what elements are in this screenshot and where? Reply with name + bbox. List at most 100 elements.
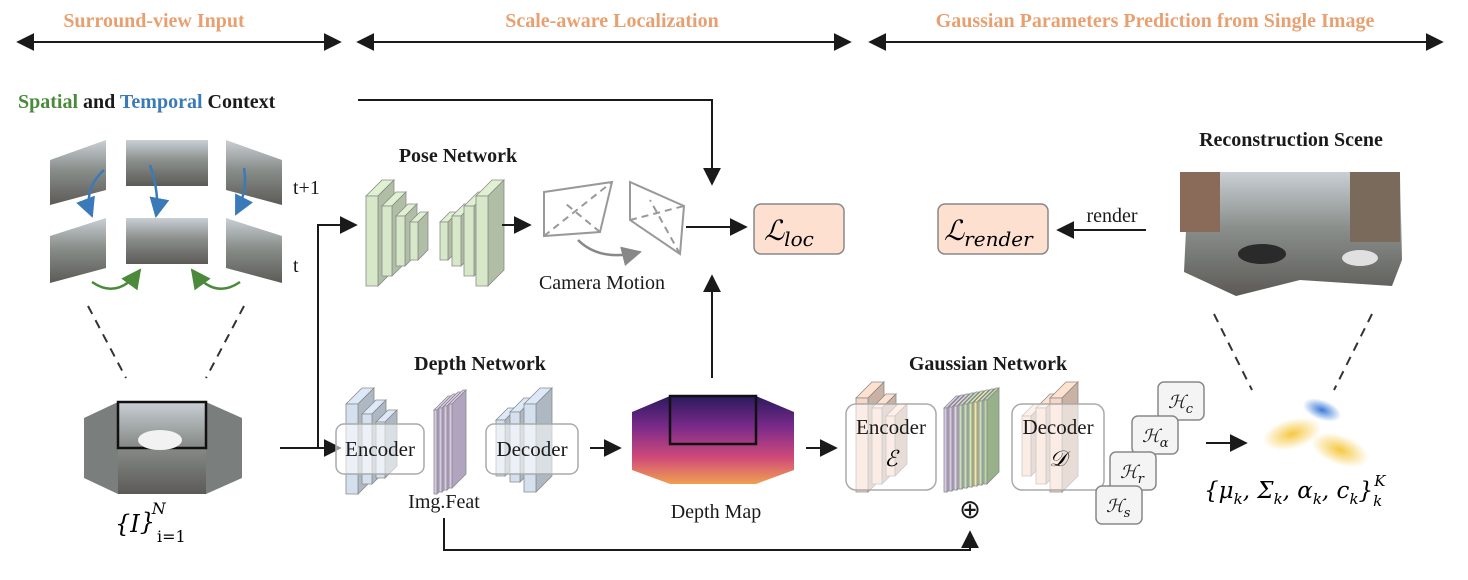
img-feat-sheet <box>448 403 453 489</box>
head-label-α: ℋα <box>1142 426 1169 451</box>
depth-map-label: Depth Map <box>671 501 762 523</box>
out-k1: k <box>1234 490 1243 508</box>
pose-layer-block <box>365 195 379 287</box>
camera-motion-arrow <box>577 239 642 267</box>
img-feat-sheet <box>443 405 448 491</box>
head-label-c: ℋc <box>1168 392 1194 417</box>
depth-decoder-label: Decoder <box>496 437 567 461</box>
pose-layer-block <box>381 205 393 277</box>
context-word: Context <box>203 91 276 113</box>
gaussian-feat-sheet <box>978 400 983 486</box>
and-word: and <box>78 91 120 113</box>
depth-map-image <box>632 394 794 484</box>
out-sub: k <box>1373 492 1382 510</box>
dashed-right <box>205 305 245 379</box>
gaussian-feat-sheet <box>986 387 1000 485</box>
frame-front-t1 <box>126 140 208 186</box>
head-label-r: ℋr <box>1120 462 1145 487</box>
pose-network-blocks <box>365 179 505 287</box>
header-surround-view: Surround-view Input <box>63 10 245 32</box>
pose-layer-block <box>475 195 489 287</box>
loss-loc-script: ℒ <box>764 214 785 247</box>
out-sup: K <box>1373 472 1386 490</box>
gaussian-decoder-symbol: 𝒟 <box>1049 447 1071 472</box>
reconstruction-scene-image <box>1180 172 1402 296</box>
head-box-s <box>1095 485 1143 525</box>
frames-t-plus-1 <box>50 140 282 205</box>
out-alpha: , α <box>1283 478 1314 504</box>
time-t: t <box>293 255 299 277</box>
render-label: render <box>1086 205 1137 227</box>
out-k4: k <box>1349 490 1358 508</box>
depth-encoder-box <box>335 423 425 475</box>
img-feat-sheets <box>433 389 467 495</box>
temporal-arrow-left <box>76 169 105 218</box>
frame-front-t <box>126 218 208 264</box>
camera-frustum-1 <box>543 180 614 238</box>
pose-network-title: Pose Network <box>399 145 518 167</box>
gaussian-feat-sheet <box>963 403 968 489</box>
spatial-word: Spatial <box>18 91 78 113</box>
input-set-label: {I}i=1N <box>115 499 186 546</box>
input-set-close: } <box>140 508 155 536</box>
gaussian-encoder-symbol: ℰ <box>884 447 900 472</box>
out-c: , c <box>1322 478 1350 504</box>
input-set-sub: i=1 <box>157 527 186 546</box>
context-to-loss-arrow <box>358 99 721 186</box>
panorama-to-pose-arrow <box>317 216 358 448</box>
surround-panorama-image <box>84 400 242 494</box>
img-feat-sheet <box>438 407 443 493</box>
depth-decoder-box <box>485 423 579 475</box>
pose-layer-block <box>487 179 505 287</box>
img-feat-sheet <box>451 389 467 489</box>
loss-loc-box <box>753 203 845 255</box>
gaussian-feat-sheet <box>953 405 958 491</box>
gaussian-encoder-label: Encoder <box>856 415 926 439</box>
loss-render-label: ℒrender <box>944 214 1034 251</box>
gaussian-feat-sheet <box>968 402 973 488</box>
gaussian-feat-sheets <box>943 387 1000 493</box>
depth-network-title: Depth Network <box>414 353 547 375</box>
camera-motion-label: Camera Motion <box>539 272 665 294</box>
context-label: Spatial and Temporal Context <box>18 91 276 113</box>
img-feat-label: Img.Feat <box>408 491 480 513</box>
frame-right-t1 <box>226 140 282 205</box>
reconstruction-title: Reconstruction Scene <box>1199 129 1383 151</box>
loss-loc-label: ℒloc <box>764 214 814 251</box>
img-feat-sheet <box>433 409 438 495</box>
gaussian-feat-sheet <box>973 401 978 487</box>
gaussian-feat-sheet <box>958 404 963 490</box>
gaussian-feat-sheet <box>983 399 988 485</box>
loss-loc-sub: loc <box>784 227 814 251</box>
pose-layer-block <box>439 221 449 261</box>
head-label-s: ℋs <box>1106 496 1131 521</box>
loss-render-script: ℒ <box>944 214 965 247</box>
recon-dashed-left <box>1213 313 1253 391</box>
temporal-arrow-center <box>148 164 170 218</box>
skip-connection-arrow <box>443 518 979 551</box>
frame-left-t <box>50 218 106 283</box>
recon-dashed-right <box>1333 313 1373 391</box>
loss-render-box <box>937 203 1049 255</box>
output-set-label: {μk, Σk, αk, ck}kK <box>1204 472 1386 510</box>
head-box-c <box>1157 381 1205 421</box>
gaussian-decoder-label: Decoder <box>1022 415 1093 439</box>
spatial-arrow-right <box>190 268 241 291</box>
gaussian-decoder-box <box>1011 403 1105 491</box>
dashed-left <box>87 305 127 379</box>
time-t-plus-1: t+1 <box>293 177 320 199</box>
out-mu: {μ <box>1204 478 1234 504</box>
out-sigma: , Σ <box>1243 478 1275 504</box>
out-k2: k <box>1274 490 1283 508</box>
out-close: } <box>1359 478 1374 504</box>
pose-layer-block <box>463 205 475 277</box>
temporal-arrow-right <box>234 167 253 216</box>
pose-layer-block <box>451 215 462 267</box>
input-set-sup: N <box>151 499 167 518</box>
header-scale-aware: Scale-aware Localization <box>505 10 718 32</box>
header-gaussian-prediction: Gaussian Parameters Prediction from Sing… <box>936 10 1375 32</box>
depth-encoder-label: Encoder <box>345 437 415 461</box>
camera-frustum-2 <box>629 180 686 256</box>
gaussian-feat-sheet <box>948 406 953 492</box>
gaussian-feat-sheet <box>943 407 948 493</box>
